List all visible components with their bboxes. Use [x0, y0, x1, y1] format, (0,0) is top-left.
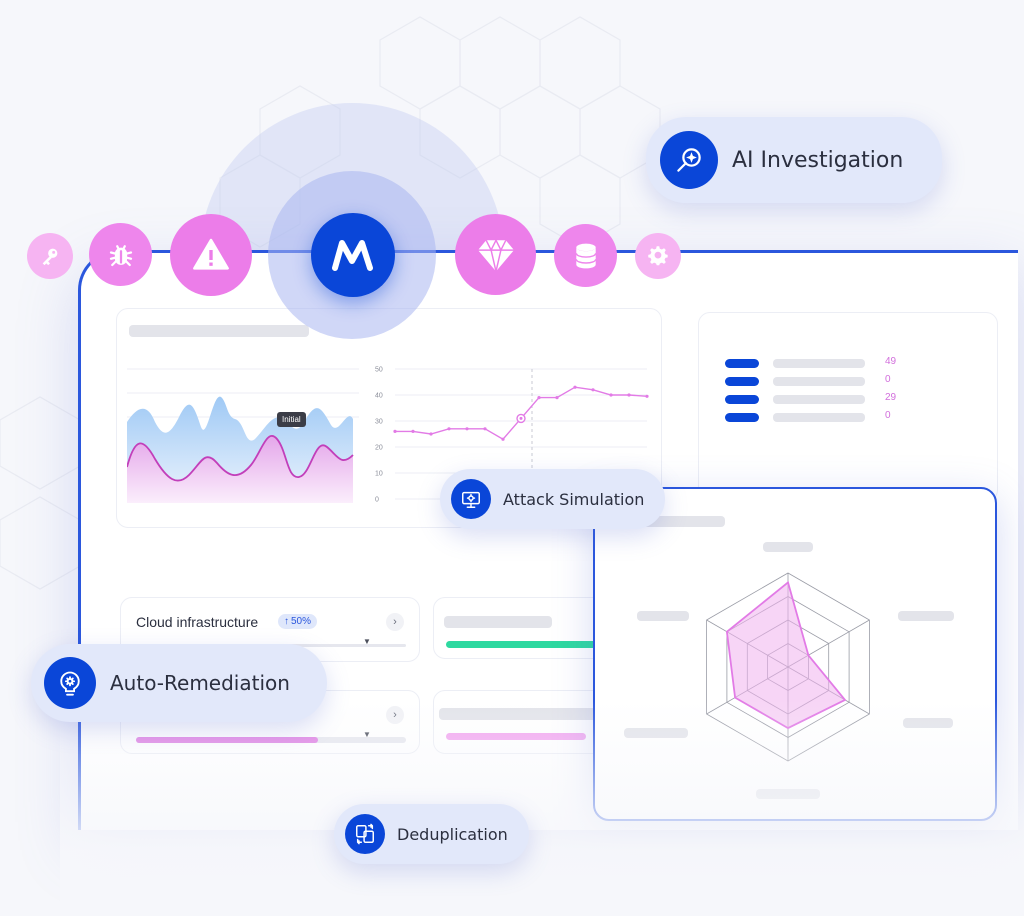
chevron-right-icon[interactable]: › — [386, 613, 404, 631]
radar-card-title-placeholder — [635, 516, 725, 527]
cloud-card-badge: ↑ 50% — [278, 614, 318, 629]
stat-value: 0 — [885, 410, 891, 421]
warning-icon — [193, 238, 229, 270]
cloud-card-badge-value: 50% — [291, 616, 312, 627]
green-progress-bar — [446, 641, 606, 648]
line-chart-y-tick: 30 — [375, 419, 383, 426]
ai-investigation-pill[interactable]: AI Investigation — [646, 117, 942, 203]
auto-remediation-pill[interactable]: Auto-Remediation — [31, 644, 327, 722]
attack-simulation-icon-circle — [451, 479, 491, 519]
chart-tooltip: Initial — [277, 412, 306, 427]
line-chart-point — [483, 427, 487, 431]
monitor-gear-icon — [462, 491, 480, 508]
area-series-pink — [127, 435, 353, 503]
gear-bubble[interactable] — [635, 233, 681, 279]
line-chart-y-tick: 10 — [375, 471, 383, 478]
line-chart-point — [591, 388, 595, 392]
lightbulb-gear-icon — [60, 671, 80, 696]
radar-axis-label-placeholder — [763, 542, 813, 552]
stat-value: 0 — [885, 374, 891, 385]
cloud-card-title: Cloud infrastructure — [136, 614, 259, 630]
ai-investigation-label: AI Investigation — [732, 147, 904, 173]
deduplication-icon-circle — [345, 814, 385, 854]
bug-icon — [109, 244, 132, 266]
key-icon — [42, 248, 58, 266]
attack-simulation-label: Attack Simulation — [503, 489, 645, 509]
stat-value: 49 — [885, 356, 897, 367]
gear-icon — [648, 246, 668, 266]
line-chart-y-tick: 40 — [375, 393, 383, 400]
stat-label-placeholder — [773, 359, 865, 368]
stat-marker — [725, 395, 759, 404]
line-chart-point-highlight-core — [519, 416, 523, 420]
database-icon — [575, 243, 596, 268]
area-chart — [127, 368, 359, 503]
stat-marker — [725, 377, 759, 386]
line-chart-point — [573, 385, 577, 389]
line-chart-point — [501, 437, 505, 441]
database-bubble[interactable] — [554, 224, 617, 287]
stat-marker — [725, 413, 759, 422]
key-bubble[interactable] — [27, 233, 73, 279]
line-chart-point — [429, 432, 433, 436]
line-chart-y-tick: 50 — [375, 367, 383, 374]
warning-bubble[interactable] — [170, 214, 252, 296]
stat-label-placeholder — [773, 395, 865, 404]
line-chart-y-tick: 20 — [375, 445, 383, 452]
radar-axis-label-placeholder — [637, 611, 689, 621]
attack-simulation-pill[interactable]: Attack Simulation — [440, 469, 665, 529]
green-card-title-placeholder — [444, 616, 552, 628]
area-series-pink-line — [127, 435, 354, 482]
line-chart-point — [645, 394, 649, 398]
chart-card: Initial 0 10 20 30 40 50 — [116, 308, 662, 528]
radar-axis-label-placeholder — [898, 611, 954, 621]
auto-remediation-label: Auto-Remediation — [110, 671, 290, 695]
logo-icon — [332, 240, 373, 271]
chart-tooltip-label: Initial — [282, 415, 301, 424]
line-chart-point — [447, 427, 451, 431]
frame-fade-overlay — [60, 700, 1024, 916]
bug-bubble[interactable] — [89, 223, 152, 286]
magnifier-sparkle-icon — [677, 148, 701, 172]
stat-label-placeholder — [773, 377, 865, 386]
stat-label-placeholder — [773, 413, 865, 422]
chart-card-title-placeholder — [129, 325, 309, 337]
stat-value: 29 — [885, 392, 897, 403]
stats-card: 49 0 29 0 — [698, 312, 998, 502]
deduplication-pill[interactable]: Deduplication — [334, 804, 529, 864]
copy-swap-icon — [356, 823, 374, 845]
line-chart-point — [465, 427, 469, 431]
stat-marker — [725, 359, 759, 368]
diamond-bubble[interactable] — [455, 214, 536, 295]
line-chart-point — [537, 396, 541, 400]
auto-remediation-icon-circle — [44, 657, 96, 709]
logo-bubble[interactable]: M — [311, 213, 395, 297]
line-chart-y-tick: 0 — [375, 497, 379, 504]
line-chart-point — [627, 393, 631, 397]
deduplication-label: Deduplication — [397, 824, 508, 844]
line-chart-point — [411, 429, 415, 433]
arrow-up-icon: ↑ — [284, 616, 289, 627]
line-chart-point — [393, 429, 397, 433]
green-progress-card — [433, 597, 613, 659]
progress-marker-icon: ▼ — [363, 637, 371, 646]
diamond-icon — [477, 238, 514, 272]
line-chart-point — [609, 393, 613, 397]
line-chart-point — [555, 396, 559, 400]
ai-investigation-icon-circle — [660, 131, 718, 189]
